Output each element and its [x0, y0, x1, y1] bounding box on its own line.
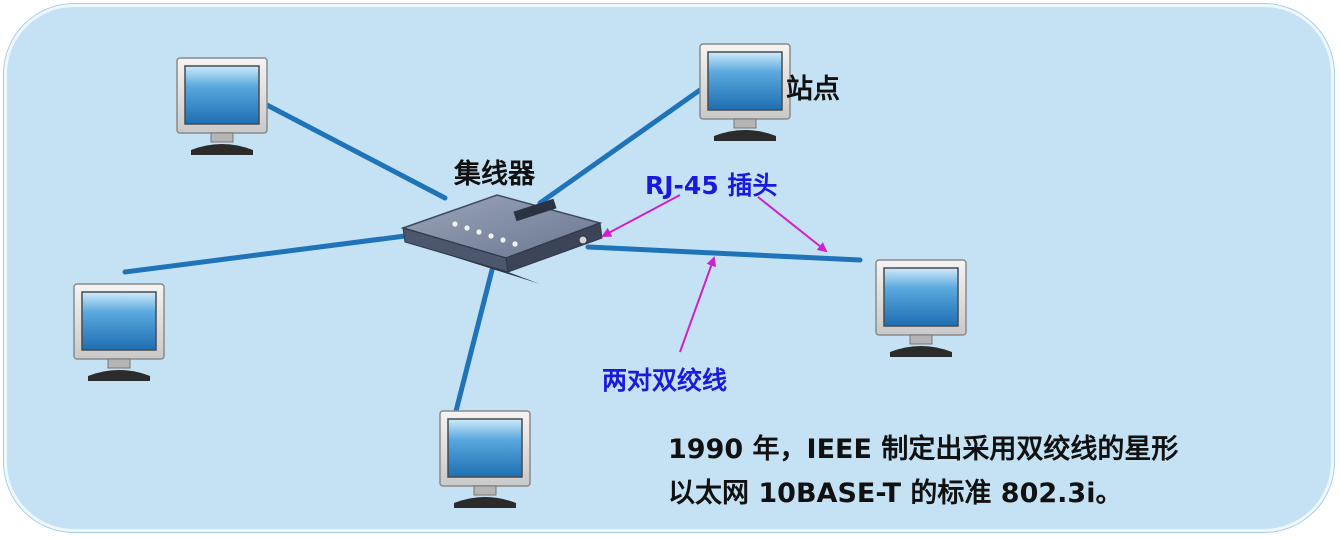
cable-bottom [452, 267, 495, 418]
computer-icon [699, 43, 791, 142]
computer-icon [176, 57, 268, 156]
cables [122, 87, 863, 418]
cable-top-right [537, 87, 703, 206]
cable-top-left [262, 101, 448, 201]
station-label: 站点 [786, 74, 840, 105]
arrows [601, 194, 828, 353]
twisted-pair-label: 两对双绞线 [602, 366, 728, 395]
cable-right [585, 244, 863, 263]
caption: 1990 年，IEEE 制定出采用双绞线的星形 以太网 10BASE-T 的标准… [668, 428, 1178, 516]
arrow-twisted-pair [679, 256, 716, 353]
caption-line-2: 以太网 10BASE-T 的标准 802.3i。 [668, 478, 1123, 509]
hub-label: 集线器 [454, 159, 535, 190]
hub-icon [400, 194, 603, 284]
rj45-label: RJ-45 插头 [645, 171, 778, 200]
computer-icon [439, 410, 531, 509]
computer-icon [73, 283, 165, 382]
caption-line-1: 1990 年，IEEE 制定出采用双绞线的星形 [668, 434, 1179, 465]
computer-icon [875, 259, 967, 358]
cable-left [122, 233, 408, 275]
arrow-rj45-to-hub [601, 194, 681, 237]
arrow-rj45-to-cable [757, 196, 828, 253]
